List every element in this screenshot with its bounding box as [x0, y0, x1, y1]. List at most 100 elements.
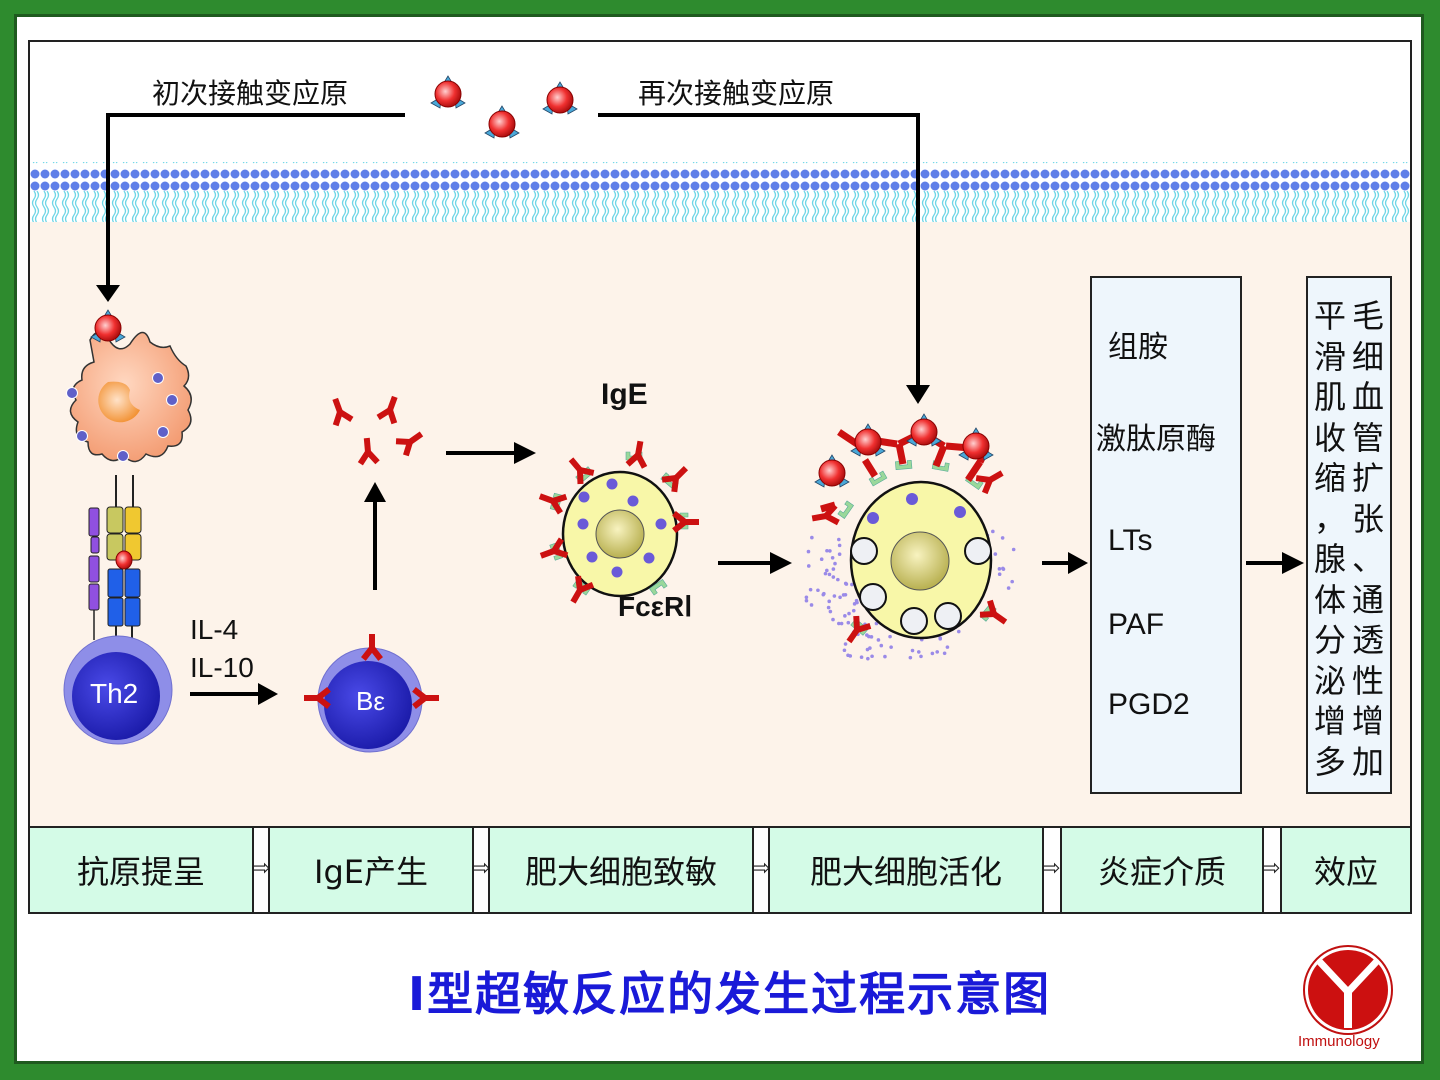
mediator-box: 组胺 激肽原酶 LTs PAF PGD2	[1090, 276, 1242, 794]
granule-dot	[1000, 536, 1005, 540]
granule-dot	[930, 651, 935, 656]
granule-dot	[826, 605, 831, 610]
effect-char: 血	[1351, 378, 1384, 416]
granule-dot	[827, 572, 832, 577]
granule-dot	[879, 643, 884, 648]
granule-dot	[837, 537, 841, 542]
granule-dot	[828, 549, 832, 553]
th2-nucleus	[72, 652, 160, 740]
granule-dot	[919, 654, 923, 659]
granule-dot	[808, 587, 813, 592]
effect-char: 透	[1351, 621, 1384, 659]
cytokine-arrowhead	[258, 683, 278, 705]
effect-char: 、	[1351, 540, 1384, 578]
granule-dot	[997, 572, 1002, 577]
bound-antigen-icon	[850, 423, 886, 457]
effect-char: 扩	[1351, 459, 1384, 497]
mediator-item: PGD2	[1108, 688, 1190, 721]
granule-dot	[838, 595, 842, 600]
granule-dot	[831, 567, 836, 571]
first-contact-arrowhead	[96, 285, 120, 302]
granule-dot	[832, 594, 837, 598]
mediator-arrowhead	[1068, 552, 1088, 574]
granule-dot	[997, 567, 1002, 571]
free-ige-icon	[355, 437, 381, 466]
step-arrow-icon: ⇨	[472, 828, 490, 912]
granule-dot	[809, 603, 814, 607]
granule-dot	[865, 633, 869, 637]
effect-box: 平滑肌收缩，腺体分泌增多 毛细血管扩张、通透性增加	[1306, 276, 1392, 794]
cytokine-label-il4: IL-4	[190, 614, 239, 645]
granule-dot	[844, 582, 849, 586]
mediator-item: 组胺	[1108, 331, 1168, 364]
granule-dot	[804, 595, 809, 600]
granule-dot	[916, 650, 921, 654]
granule-dot	[806, 564, 811, 568]
first-contact-line	[106, 113, 405, 290]
granule-dot	[810, 535, 814, 540]
granule-dot	[833, 561, 837, 566]
effect-char: 增	[1351, 702, 1384, 740]
granule-dot	[942, 651, 947, 656]
granule-dot	[1010, 579, 1014, 584]
effect-char: 缩	[1313, 459, 1346, 497]
step-arrow-icon: ⇨	[1042, 828, 1062, 912]
cell-membrane	[30, 162, 1410, 222]
granule-dot	[847, 611, 851, 616]
effect-char: 性	[1351, 661, 1384, 700]
effect-char: 滑	[1313, 337, 1346, 376]
granule-dot	[859, 655, 864, 660]
activated-mast-cell	[849, 480, 993, 640]
granule-dot	[843, 642, 848, 646]
immunology-logo-icon	[1303, 945, 1393, 1035]
logo-text: Immunology	[1298, 1033, 1380, 1050]
granule-dot	[1006, 586, 1011, 590]
granule-dot	[854, 598, 859, 603]
step-inflammatory-mediators: 炎症介质	[1062, 828, 1264, 912]
step-effects: 效应	[1282, 828, 1410, 912]
mediator-item: LTs	[1108, 524, 1153, 557]
granule-dot	[830, 555, 835, 560]
b-cell-nucleus	[324, 661, 412, 749]
ige-label: IgE	[601, 378, 648, 411]
effect-char: 分	[1313, 621, 1346, 659]
effect-char: 加	[1351, 742, 1384, 781]
step-ige-production: IgE产生	[270, 828, 474, 912]
granule-dot	[935, 650, 940, 654]
granule-dot	[991, 529, 995, 534]
th2-cell-label: Th2	[90, 678, 139, 709]
antigen-icon	[542, 81, 578, 115]
second-contact-label: 再次接触变应原	[638, 77, 835, 110]
effect-char: 细	[1351, 337, 1384, 376]
b-cell-label: Bε	[356, 686, 385, 716]
effect-char: 肌	[1313, 378, 1346, 416]
granule-dot	[837, 543, 842, 548]
presented-antigen-icon	[90, 309, 126, 343]
free-ige-icon	[324, 395, 355, 428]
effect-char: 泌	[1313, 661, 1346, 700]
effect-char: 增	[1313, 702, 1346, 740]
granule-dot	[883, 654, 887, 659]
mediator-item: PAF	[1108, 608, 1165, 641]
granule-dot	[945, 645, 950, 649]
granule-dot	[851, 608, 856, 613]
granule-dot	[908, 655, 913, 660]
step-arrow-icon: ⇨	[752, 828, 770, 912]
granule-dot	[870, 654, 874, 659]
effect-column-vascular: 毛细血管扩张、通透性增加	[1348, 296, 1388, 782]
secretion-arrowhead	[364, 482, 386, 502]
granule-dot	[837, 552, 842, 557]
granule-dot	[821, 592, 826, 597]
sensitized-mast-cell	[561, 470, 679, 598]
bound-antigen-icon	[814, 454, 850, 488]
granule-dot	[825, 548, 829, 553]
step-arrow-icon: ⇨	[252, 828, 270, 912]
granule-dot	[868, 646, 872, 650]
step-mast-cell-sensitization: 肥大细胞致敏	[490, 828, 754, 912]
effect-char: 多	[1313, 742, 1346, 781]
granule-dot	[827, 599, 832, 604]
granule-dot	[825, 568, 829, 573]
step-arrow-icon: ⇨	[1262, 828, 1282, 912]
free-ige-icon	[375, 393, 406, 426]
